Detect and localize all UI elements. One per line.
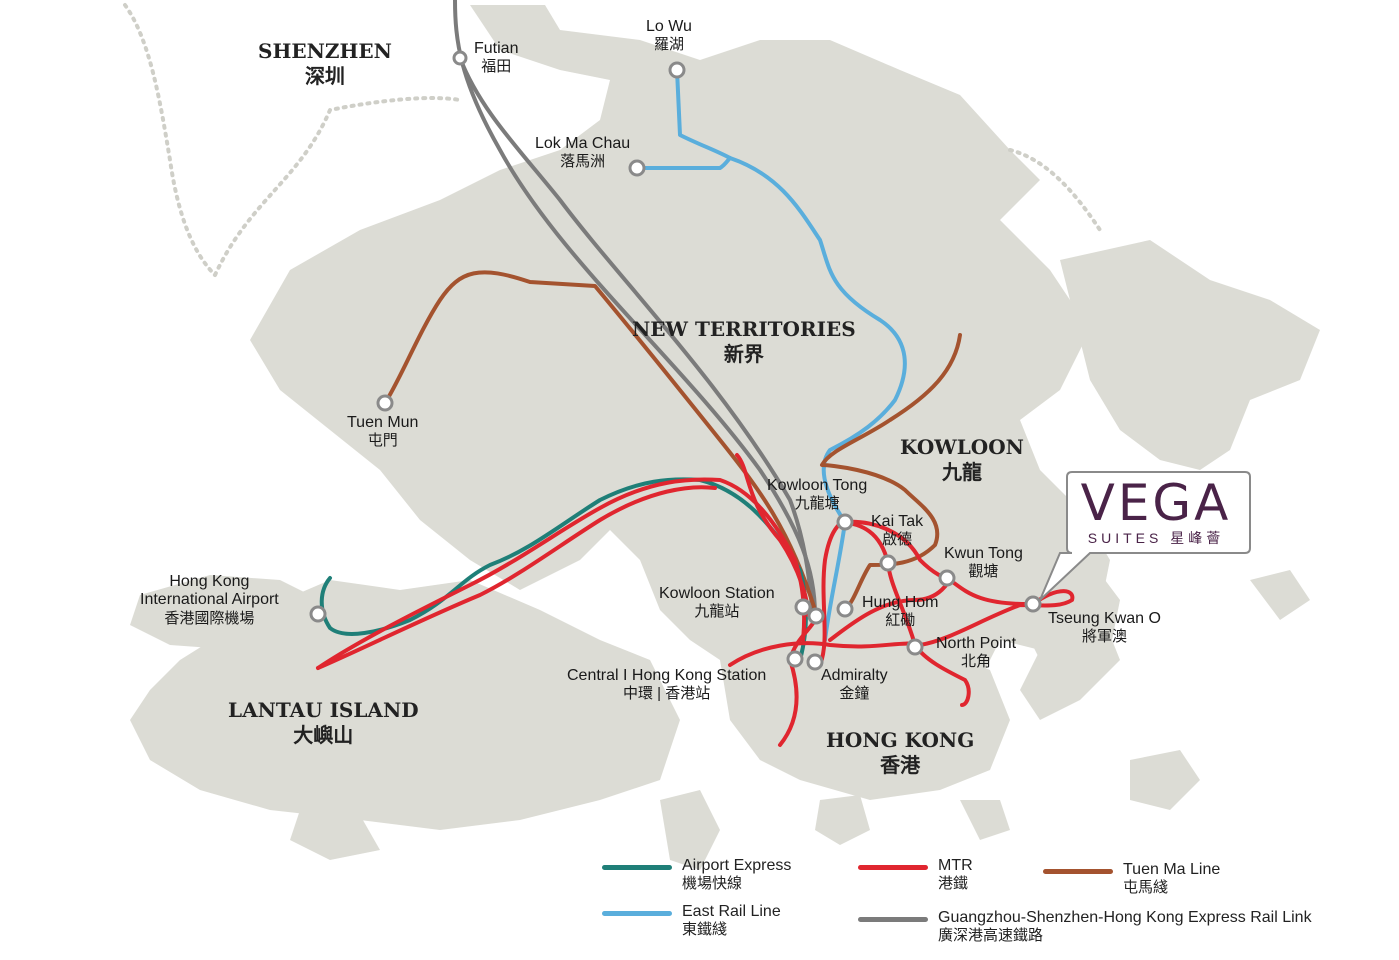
vega-callout [1039,471,1251,601]
station-marker-admiralty[interactable] [806,653,824,671]
station-marker-kowloon-tong[interactable] [836,513,854,531]
station-marker-tseung-kwan-o[interactable] [1024,595,1042,613]
vega-wordmark: VEGA [1080,474,1232,532]
land-hk-island [730,640,1010,800]
station-marker-hk-airport[interactable] [309,605,327,623]
line-xrl-main [453,0,817,617]
rail-lines [316,0,1075,747]
legend-swatch-mtr [858,865,928,870]
legend-swatch-airport-express [602,865,672,870]
line-tuen-ma-west [383,270,817,612]
station-marker-kwun-tong[interactable] [938,569,956,587]
line-xrl-futian [458,56,814,612]
legend-swatch-xrl [858,917,928,922]
line-east-rail-lmc [635,156,732,170]
station-marker-lo-wu[interactable] [668,61,686,79]
station-marker-tuen-mun[interactable] [376,394,394,412]
land-lamma [660,790,720,870]
station-markers [309,50,1042,671]
legend-swatch-east-rail [602,911,672,916]
border-lines [123,3,1102,277]
land-islet-2 [960,800,1010,840]
station-marker-kai-tak[interactable] [879,554,897,572]
land-islet-3 [1130,750,1200,810]
land-airport [130,575,320,650]
station-marker-hung-hom[interactable] [836,600,854,618]
line-tuen-ma-east [820,333,962,612]
land-islet-1 [815,795,870,845]
vega-logo: VEGA SUITES 星峰薈 [1062,472,1250,552]
station-marker-kowloon-station[interactable] [794,598,812,616]
station-marker-north-point[interactable] [906,638,924,656]
station-marker-futian[interactable] [452,50,468,66]
station-marker-central[interactable] [786,650,804,668]
station-marker-kowloon-station-2[interactable] [807,607,825,625]
station-marker-lok-ma-chau[interactable] [628,159,646,177]
land-islet-5 [290,810,380,860]
legend-swatch-tuen-ma [1043,869,1113,874]
legend-xrl: Guangzhou-Shenzhen-Hong Kong Express Rai… [858,908,1312,945]
vega-subtitle: SUITES 星峰薈 [1087,530,1225,546]
land-sai-kung [1060,240,1320,470]
land-islet-4 [1250,570,1310,620]
